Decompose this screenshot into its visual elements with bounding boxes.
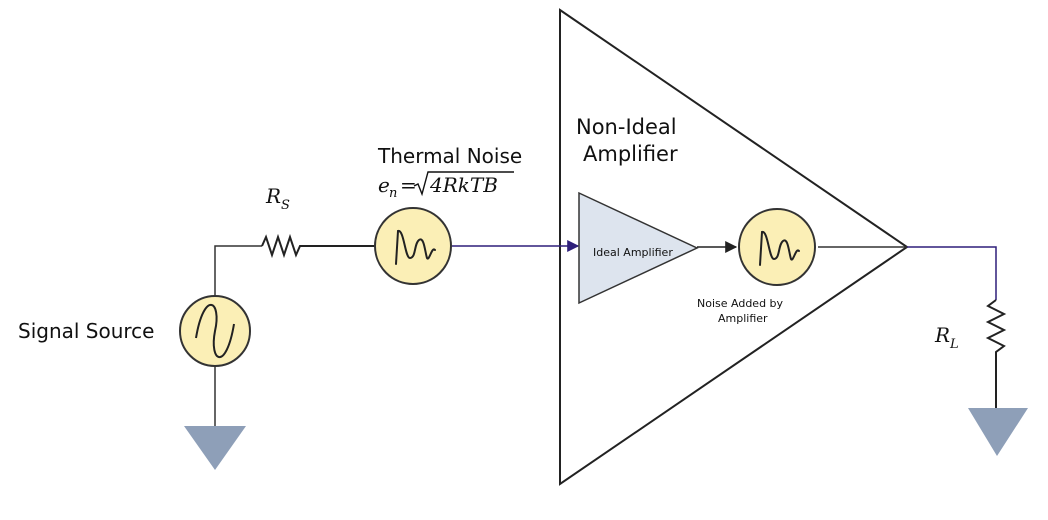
noise-added-label-line1: Noise Added by — [697, 297, 784, 310]
amplifier-noise-source-icon — [738, 208, 816, 286]
rs-resistor — [261, 233, 375, 259]
signal-source-label: Signal Source — [18, 319, 154, 343]
ideal-amplifier-triangle — [578, 191, 699, 305]
sqrt-radical-icon — [413, 171, 514, 197]
rl-main: R — [934, 323, 950, 347]
en-rhs: 4RkTB — [429, 173, 498, 197]
load-ground-icon — [968, 408, 1028, 456]
non-ideal-label-line2: Amplifier — [583, 142, 678, 166]
en-equals: = — [400, 173, 417, 197]
en-main: e — [378, 173, 390, 197]
thermal-noise-formula: e n = 4RkTB — [378, 171, 514, 201]
en-sub: n — [389, 186, 397, 201]
output-wire — [907, 246, 997, 300]
rl-resistor — [985, 299, 1007, 412]
rs-main: R — [265, 184, 281, 208]
rs-label: R S — [265, 184, 290, 213]
thermal-noise-label: Thermal Noise — [377, 144, 522, 168]
source-vertical-wire — [214, 245, 262, 296]
thermal-noise-source-icon — [374, 207, 452, 285]
source-ground-icon — [184, 426, 246, 470]
rl-label: R L — [934, 323, 959, 352]
ideal-amplifier-label: Ideal Amplifier — [593, 246, 673, 259]
rs-sub: S — [281, 198, 290, 213]
rl-sub: L — [949, 337, 959, 352]
signal-source-icon — [179, 295, 251, 367]
non-ideal-label-line1: Non-Ideal — [576, 115, 677, 139]
noise-added-label-line2: Amplifier — [718, 312, 768, 325]
